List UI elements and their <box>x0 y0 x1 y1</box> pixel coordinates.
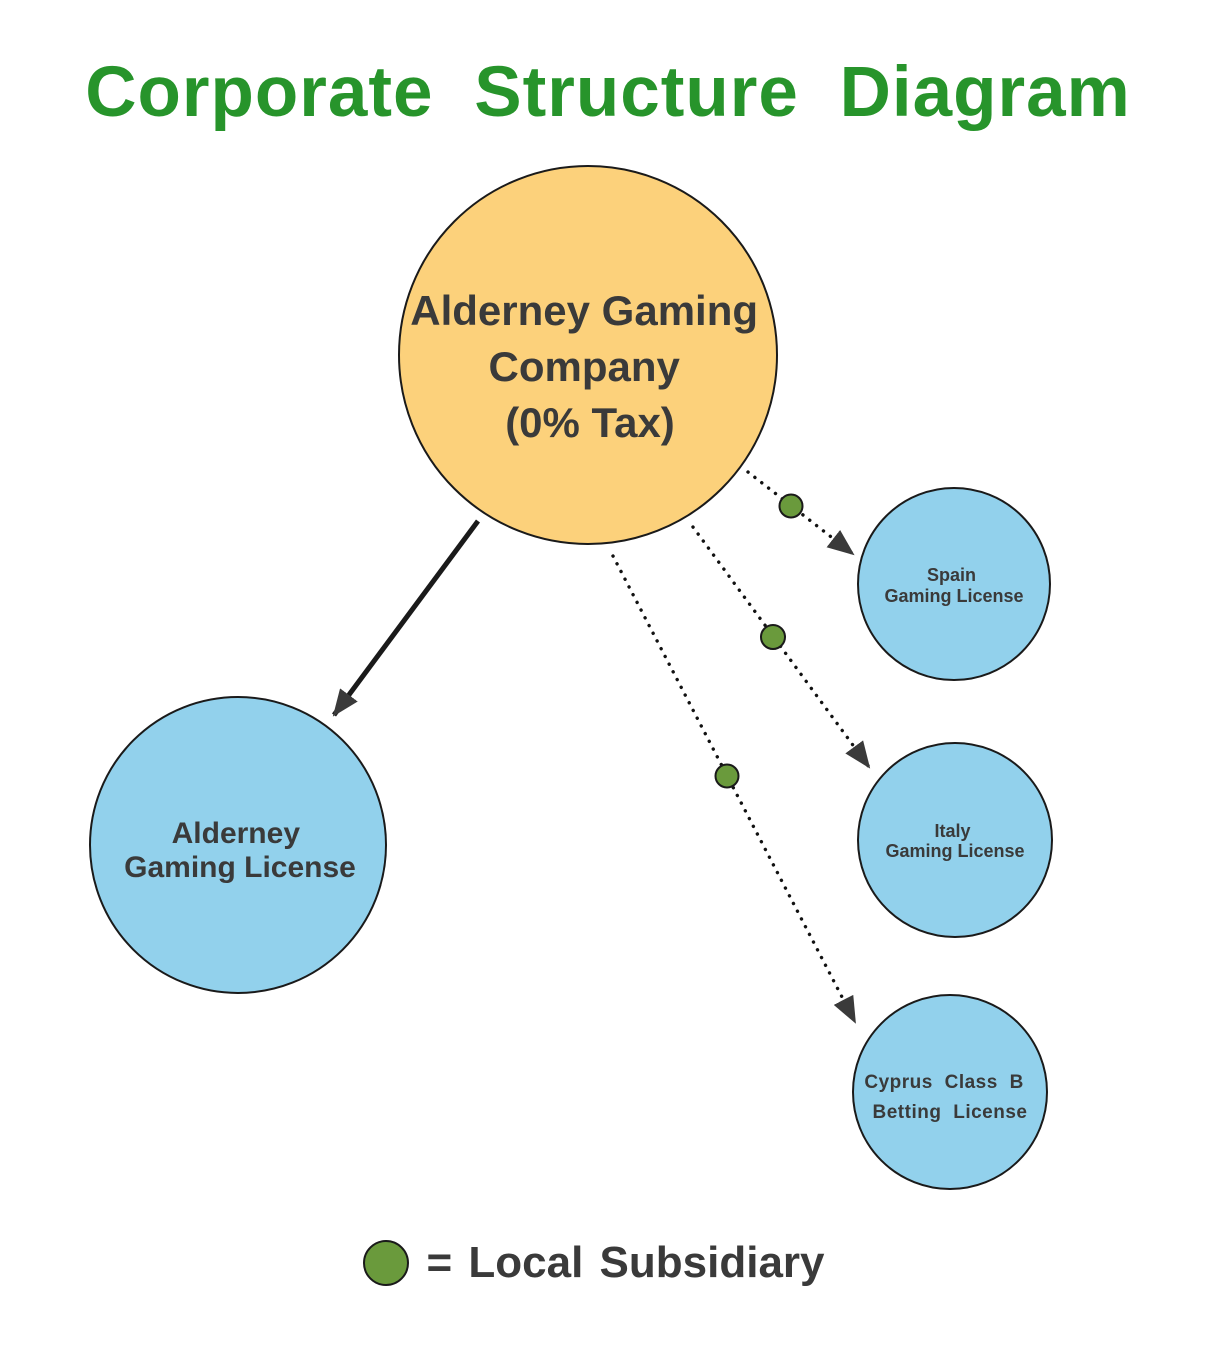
legend: = Local Subsidiary <box>0 1238 1202 1288</box>
label-line: Italy <box>934 821 970 841</box>
label-line: Gaming License <box>124 851 356 884</box>
alderney-node-label: Alderney Gaming License <box>124 817 356 884</box>
label-line: Alderney <box>172 817 301 850</box>
local-subsidiary-dot-cyprus <box>714 763 740 789</box>
label-line: Gaming License <box>884 586 1023 606</box>
edge-parent-alderney <box>331 519 481 717</box>
italy-node-label: Italy Gaming License <box>885 821 1024 861</box>
cyprus-node-label: Cyprus Class B Betting License <box>864 1072 1035 1123</box>
node-spain-license <box>857 487 1051 681</box>
label-line: Gaming License <box>885 841 1024 861</box>
node-italy-license <box>857 742 1053 938</box>
local-subsidiary-dot-icon <box>363 1240 410 1286</box>
label-line: Spain <box>927 565 976 585</box>
edge-parent-cyprus <box>611 554 857 1024</box>
spain-node-label: Spain Gaming License <box>884 565 1023 606</box>
node-cyprus-license <box>852 994 1048 1190</box>
label-line: (0% Tax) <box>505 399 675 446</box>
label-line: Cyprus Class B <box>864 1072 1023 1093</box>
local-subsidiary-dot-spain <box>778 493 804 519</box>
node-alderney-license <box>89 696 387 994</box>
parent-node-label: Alderney Gaming Company (0% Tax) <box>410 287 769 446</box>
node-parent-company <box>398 165 778 545</box>
page-title: Corporate Structure Diagram <box>85 53 1131 132</box>
label-line: Betting License <box>873 1102 1028 1123</box>
label-line: Alderney Gaming <box>410 287 758 334</box>
legend-label: = Local Subsidiary <box>426 1238 825 1287</box>
label-line: Company <box>488 343 680 390</box>
local-subsidiary-dot-italy <box>760 624 786 650</box>
